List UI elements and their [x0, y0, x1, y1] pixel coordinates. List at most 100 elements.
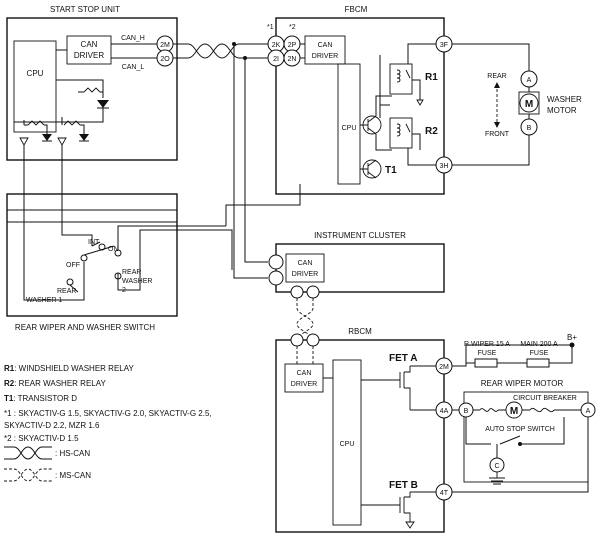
legend-r2: R2: REAR WASHER RELAY — [4, 379, 106, 388]
ms-can-symbol — [4, 468, 52, 482]
switch-title: REAR WIPER AND WASHER SWITCH — [15, 323, 155, 332]
sw-off-label: OFF — [66, 262, 80, 269]
fbcm-cpu-label: CPU — [342, 125, 357, 132]
relay-r1 — [389, 63, 413, 95]
fbcm-note-1: *1 — [267, 24, 274, 31]
ground-icon — [416, 99, 424, 106]
fbcm-terminal-2p-label: 2P — [288, 42, 297, 49]
washer-motor-title-2: MOTOR — [547, 106, 577, 115]
rear-wiper-washer-switch: REAR WIPER AND WASHER SWITCH OFF INT ON … — [6, 145, 233, 332]
rbcm-terminal-4t-label: 4T — [440, 490, 449, 497]
legend-hs-can: : HS-CAN — [55, 449, 90, 458]
fbcm-title: FBCM — [345, 5, 368, 14]
ssu-driver-label: DRIVER — [74, 51, 104, 60]
rbcm-cpu-label: CPU — [340, 441, 355, 448]
can-l-label: CAN_L — [122, 64, 145, 71]
fbcm-can-label: CAN — [318, 42, 333, 49]
ssu-cpu-label: CPU — [27, 69, 44, 78]
washer-motor-title-1: WASHER — [547, 95, 582, 104]
ssu-diode-3 — [79, 134, 89, 141]
switch-box — [6, 193, 178, 317]
arrow-up-icon — [494, 82, 500, 88]
fbcm-note-2: *2 — [289, 24, 296, 31]
ic-can-label: CAN — [298, 260, 313, 267]
r2-label: R2 — [425, 126, 438, 137]
rw-terminal-b-label: B — [464, 408, 469, 415]
fuse-main-label-1: MAIN 200 A — [520, 341, 558, 348]
ssu-terminal-2o-label: 2O — [160, 56, 170, 63]
fuse-rwiper-label-1: R.WIPER 15 A — [464, 341, 510, 348]
ground-icon — [489, 472, 505, 485]
fet-b-label: FET B — [389, 480, 418, 491]
fbcm-cpu-box — [337, 63, 361, 185]
ground-icon — [19, 137, 29, 146]
b-plus-label: B+ — [567, 333, 577, 342]
rear-label: REAR — [487, 73, 506, 80]
start-stop-unit: START STOP UNIT CPU CAN DRIVER CAN_H CAN… — [6, 5, 178, 161]
fbcm-terminal-3f-label: 3F — [440, 42, 448, 49]
fbcm-terminal-2n-label: 2N — [288, 56, 297, 63]
rear-wiper-motor-title: REAR WIPER MOTOR — [481, 379, 564, 388]
rbcm-terminal-1 — [290, 333, 304, 347]
rear-washer-2-line1: REAR — [122, 269, 141, 276]
ms-can-twisted-pair — [296, 298, 314, 341]
fet-a-label: FET A — [389, 353, 418, 364]
rear-wiper-motor-box — [463, 391, 589, 483]
hs-can-symbol — [4, 446, 52, 460]
circuit-breaker — [529, 407, 555, 413]
ic-terminal-3 — [290, 285, 304, 299]
fuse-main-label-2: FUSE — [530, 350, 549, 357]
relay-r2 — [389, 117, 413, 149]
circuit-breaker-label: CIRCUIT BREAKER — [513, 395, 577, 402]
arrow-down-icon — [494, 122, 500, 128]
fuses: R.WIPER 15 A FUSE MAIN 200 A FUSE B+ — [452, 333, 577, 368]
rbcm-terminal-2m-label: 2M — [439, 364, 449, 371]
rw-terminal-a-label: A — [586, 408, 591, 415]
washer-motor-icon — [519, 93, 539, 113]
ssu-diode-1 — [97, 100, 109, 108]
auto-stop-switch-label: AUTO STOP SWITCH — [485, 426, 555, 433]
fuse-icon — [526, 358, 550, 368]
washer-motor-m-label: M — [525, 99, 533, 110]
legend-note-1a: *1 : SKYACTIV-G 1.5, SKYACTIV-G 2.0, SKY… — [4, 409, 212, 418]
ssu-diode-2 — [42, 134, 52, 141]
ground-icon — [405, 521, 415, 529]
legend-note-2: *2 : SKYACTIV-D 1.5 — [4, 434, 79, 443]
ssu-can-label: CAN — [81, 40, 98, 49]
can-h-label: CAN_H — [121, 35, 145, 42]
fbcm-terminal-3h-label: 3H — [440, 163, 449, 170]
washer-motor: A B M WASHER MOTOR REAR FRONT — [452, 43, 582, 166]
ground-icon — [57, 137, 67, 146]
washer-motor-terminal-a-label: A — [527, 77, 532, 84]
fbcm-driver-label: DRIVER — [312, 53, 338, 60]
fet-b — [361, 492, 411, 522]
rear-washer-1-line1: REAR — [57, 288, 76, 295]
legend-t1: T1: TRANSISTOR D — [4, 394, 77, 403]
wiper-motor-m-label: M — [510, 406, 518, 417]
fbcm-can-driver-box — [304, 35, 346, 65]
instrument-cluster-box — [275, 243, 445, 293]
ic-terminal-1 — [268, 254, 284, 270]
rear-wiper-motor: REAR WIPER MOTOR B A M CIRCUIT BREAKER A… — [452, 379, 596, 493]
ssu-cpu-box — [13, 40, 57, 133]
rbcm: RBCM CAN DRIVER CPU FET A 2M 4A FET B 4T — [275, 327, 453, 533]
instrument-cluster-title: INSTRUMENT CLUSTER — [314, 231, 406, 240]
ic-driver-label: DRIVER — [292, 271, 318, 278]
rbcm-title: RBCM — [348, 327, 372, 336]
fuse-rwiper-label-2: FUSE — [478, 350, 497, 357]
start-stop-unit-box — [6, 17, 178, 161]
fbcm: FBCM *1 *2 2K 2P 2I 2N CAN DRIVER CPU T1… — [267, 5, 453, 195]
rbcm-driver-label: DRIVER — [291, 381, 317, 388]
rbcm-terminal-2 — [306, 333, 320, 347]
t1-label: T1 — [385, 165, 397, 176]
ssu-terminal-2m-label: 2M — [160, 42, 170, 49]
legend: R1: WINDSHIELD WASHER RELAY R2: REAR WAS… — [4, 364, 212, 482]
sw-int-label: INT — [88, 239, 100, 246]
hs-can-twisted-pair — [173, 42, 268, 60]
rear-washer-1-line2: WASHER 1 — [26, 297, 62, 304]
rbcm-terminal-4a-label: 4A — [440, 408, 449, 415]
rw-terminal-c-label: C — [494, 463, 499, 470]
ic-terminal-4 — [306, 285, 320, 299]
start-stop-unit-title: START STOP UNIT — [50, 5, 120, 14]
